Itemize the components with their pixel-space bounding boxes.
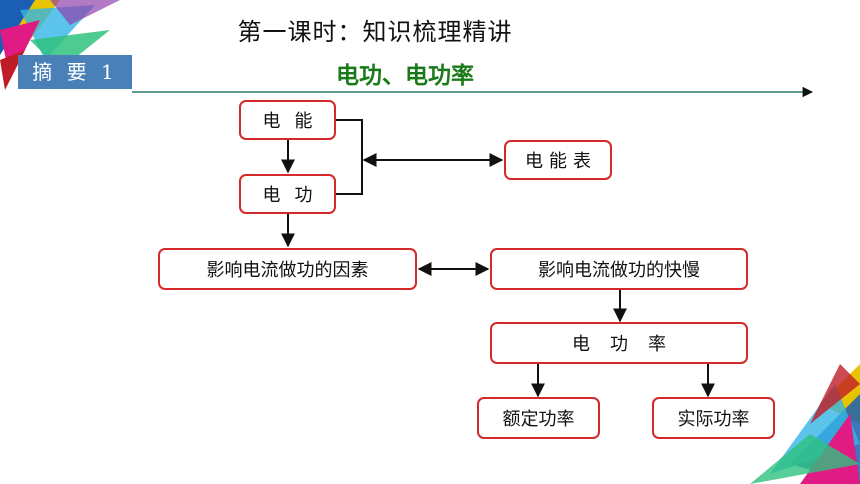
section-tag: 摘 要 1 — [18, 55, 132, 89]
section-subtitle: 电功、电功率 — [336, 63, 474, 89]
node-work-factors: 影响电流做功的因素 — [158, 248, 417, 290]
corner-decoration-bottom-right — [750, 364, 860, 484]
node-energy-meter: 电能表 — [504, 140, 612, 180]
node-electric-work: 电功 — [239, 174, 336, 214]
bracket-energy-work — [336, 119, 363, 195]
node-electric-power: 电功率 — [490, 322, 748, 364]
page-title: 第一课时：知识梳理精讲 — [237, 18, 513, 46]
node-work-speed: 影响电流做功的快慢 — [490, 248, 748, 290]
node-actual-power: 实际功率 — [652, 397, 775, 439]
node-rated-power: 额定功率 — [477, 397, 600, 439]
node-electric-energy: 电能 — [239, 100, 336, 140]
